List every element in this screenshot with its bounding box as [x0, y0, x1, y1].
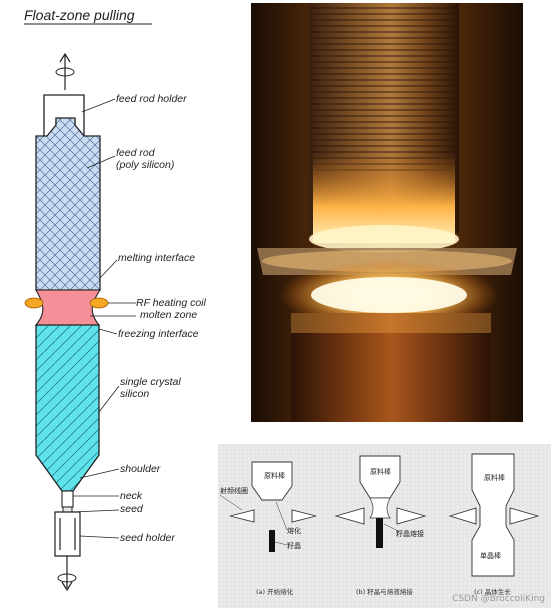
stage-b-coil-left [334, 507, 365, 525]
stage-a-caption: (a) 开始熔化 [256, 587, 294, 596]
stage-a-melt-label: 熔化 [287, 526, 301, 535]
stage-b: 原料棒 籽晶熔接 (b) 籽晶与熔液熔接 [334, 455, 427, 596]
stage-c: 原料棒 单晶棒 (c) 晶体生长 [448, 453, 540, 596]
label-molten-zone: molten zone [140, 309, 197, 321]
stage-a-rod-label: 原料棒 [264, 471, 285, 480]
stage-c-rod-label: 原料棒 [484, 473, 505, 482]
furnace-photo [251, 3, 523, 422]
rotation-arrow-bottom-icon [57, 556, 77, 592]
stage-b-caption: (b) 籽晶与熔液熔接 [356, 587, 413, 596]
single-crystal [35, 324, 100, 492]
photo-molten-zone [311, 277, 467, 313]
label-seed: seed [120, 503, 144, 515]
rf-coil-left [24, 297, 44, 309]
label-freezing-interface: freezing interface [118, 328, 199, 340]
stage-a-coil-label: 射频线圈 [220, 486, 248, 495]
stage-b-rod-label: 原料棒 [370, 467, 391, 476]
leader-lines [71, 98, 136, 539]
photo-crystal [291, 313, 491, 422]
label-neck: neck [120, 490, 143, 502]
stage-a-seed [269, 530, 275, 552]
diagram-title: Float-zone pulling [24, 7, 135, 23]
stage-b-feed-rod [359, 455, 401, 499]
label-feed-rod: feed rod [116, 147, 156, 159]
stage-b-seed [376, 518, 383, 548]
label-shoulder: shoulder [120, 463, 161, 475]
stage-b-coil-right [396, 507, 427, 525]
label-melting-interface: melting interface [118, 252, 195, 264]
stage-a-coil-left [229, 509, 255, 523]
process-stages-diagram: 射频线圈 原料棒 熔化 籽晶 (a) 开始熔化 原料棒 籽晶熔接 (b) 籽晶与… [218, 444, 551, 608]
rotation-arrow-top-icon [55, 52, 75, 90]
seed-holder [54, 511, 81, 557]
molten-zone [34, 289, 102, 326]
label-feed-rod-holder: feed rod holder [116, 93, 187, 105]
label-seed-holder: seed holder [120, 532, 175, 544]
stage-a-coil-right [291, 509, 317, 523]
label-silicon: silicon [120, 388, 149, 400]
stage-c-caption: (c) 晶体生长 [474, 587, 511, 596]
label-single-crystal: single crystal [120, 376, 181, 388]
stage-c-rod [471, 453, 515, 577]
stage-c-crystal-label: 单晶棒 [480, 551, 501, 560]
stage-a-seed-label: 籽晶 [287, 541, 301, 550]
stage-a-feed-rod [251, 461, 293, 501]
stage-c-coil-right [509, 507, 540, 525]
label-poly-silicon: (poly silicon) [116, 159, 174, 171]
crystal-neck [61, 490, 74, 508]
rf-coil-right [89, 297, 109, 309]
stage-b-joint-label: 籽晶熔接 [396, 529, 424, 538]
watermark: CSDN @BroccoliKing [452, 594, 545, 604]
stage-c-coil-left [448, 507, 477, 525]
stage-a: 射频线圈 原料棒 熔化 籽晶 (a) 开始熔化 [219, 461, 317, 596]
label-rf-heating-coil: RF heating coil [136, 297, 207, 309]
feed-rod [35, 117, 101, 291]
float-zone-diagram: Float-zone pulling feed [24, 7, 207, 592]
